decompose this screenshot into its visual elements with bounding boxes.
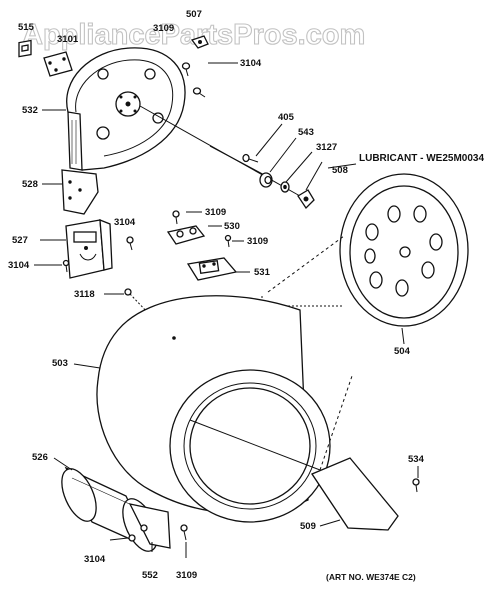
part-3109-screw-bot <box>180 524 188 541</box>
part-3104-screw-left <box>62 259 70 273</box>
label-527: 527 <box>12 235 28 246</box>
part-3109-screw-top <box>181 62 191 77</box>
label-3109-bot: 3109 <box>176 570 197 581</box>
part-543-bearing <box>259 172 273 188</box>
label-508: 508 <box>332 165 348 176</box>
part-515-bracket <box>18 39 32 58</box>
leader-drum <box>189 419 321 471</box>
label-526: 526 <box>32 452 48 463</box>
label-515: 515 <box>18 22 35 33</box>
label-3109-top: 3109 <box>153 23 174 34</box>
part-530-switch <box>166 210 206 245</box>
part-503-drum <box>96 295 331 523</box>
label-503: 503 <box>52 358 68 369</box>
part-534-screw <box>412 478 420 493</box>
label-3109-mid2: 3109 <box>247 236 268 247</box>
part-3101-plate <box>43 51 73 77</box>
part-3127-washer <box>280 181 290 193</box>
label-3104-top: 3104 <box>240 58 262 69</box>
label-405: 405 <box>278 112 295 123</box>
part-504-drum-bulkhead <box>339 173 469 327</box>
part-532-blower-housing <box>66 47 186 171</box>
part-3104-screw-bot <box>128 534 136 542</box>
leader-lines <box>34 62 419 558</box>
label-552: 552 <box>142 570 158 581</box>
label-507: 507 <box>186 9 202 20</box>
part-528-plate <box>61 169 99 215</box>
label-543: 543 <box>298 127 314 138</box>
part-508-nut <box>297 189 315 210</box>
leader-504 <box>267 235 345 293</box>
part-405-bolt <box>242 153 259 163</box>
label-534: 534 <box>408 454 425 465</box>
part-3104-screw-top <box>192 87 206 98</box>
label-3101: 3101 <box>57 34 79 45</box>
lubricant-note: LUBRICANT - WE25M0034 <box>359 153 484 164</box>
part-507-clip <box>190 35 209 49</box>
label-3104-bot: 3104 <box>84 554 106 565</box>
art-number: (ART NO. WE374E C2) <box>326 572 416 582</box>
label-504: 504 <box>394 346 411 357</box>
label-3104-mid: 3104 <box>114 217 136 228</box>
part-527-bracket <box>65 219 113 279</box>
part-3109-screw-mid <box>224 234 232 248</box>
part-3104-screw-mid <box>126 236 134 251</box>
label-528: 528 <box>22 179 38 190</box>
part-509-slide <box>311 457 399 531</box>
label-3118: 3118 <box>74 289 95 300</box>
watermark-text: AppliancePartsPros.com <box>22 19 365 51</box>
label-509: 509 <box>300 521 316 532</box>
part-552-bracket <box>128 503 171 549</box>
label-3127: 3127 <box>316 142 337 153</box>
label-532: 532 <box>22 105 38 116</box>
label-530: 530 <box>224 221 240 232</box>
label-3104-left: 3104 <box>8 260 30 271</box>
label-3109-mid: 3109 <box>205 207 226 218</box>
label-531: 531 <box>254 267 271 278</box>
part-531-plate <box>186 257 238 281</box>
